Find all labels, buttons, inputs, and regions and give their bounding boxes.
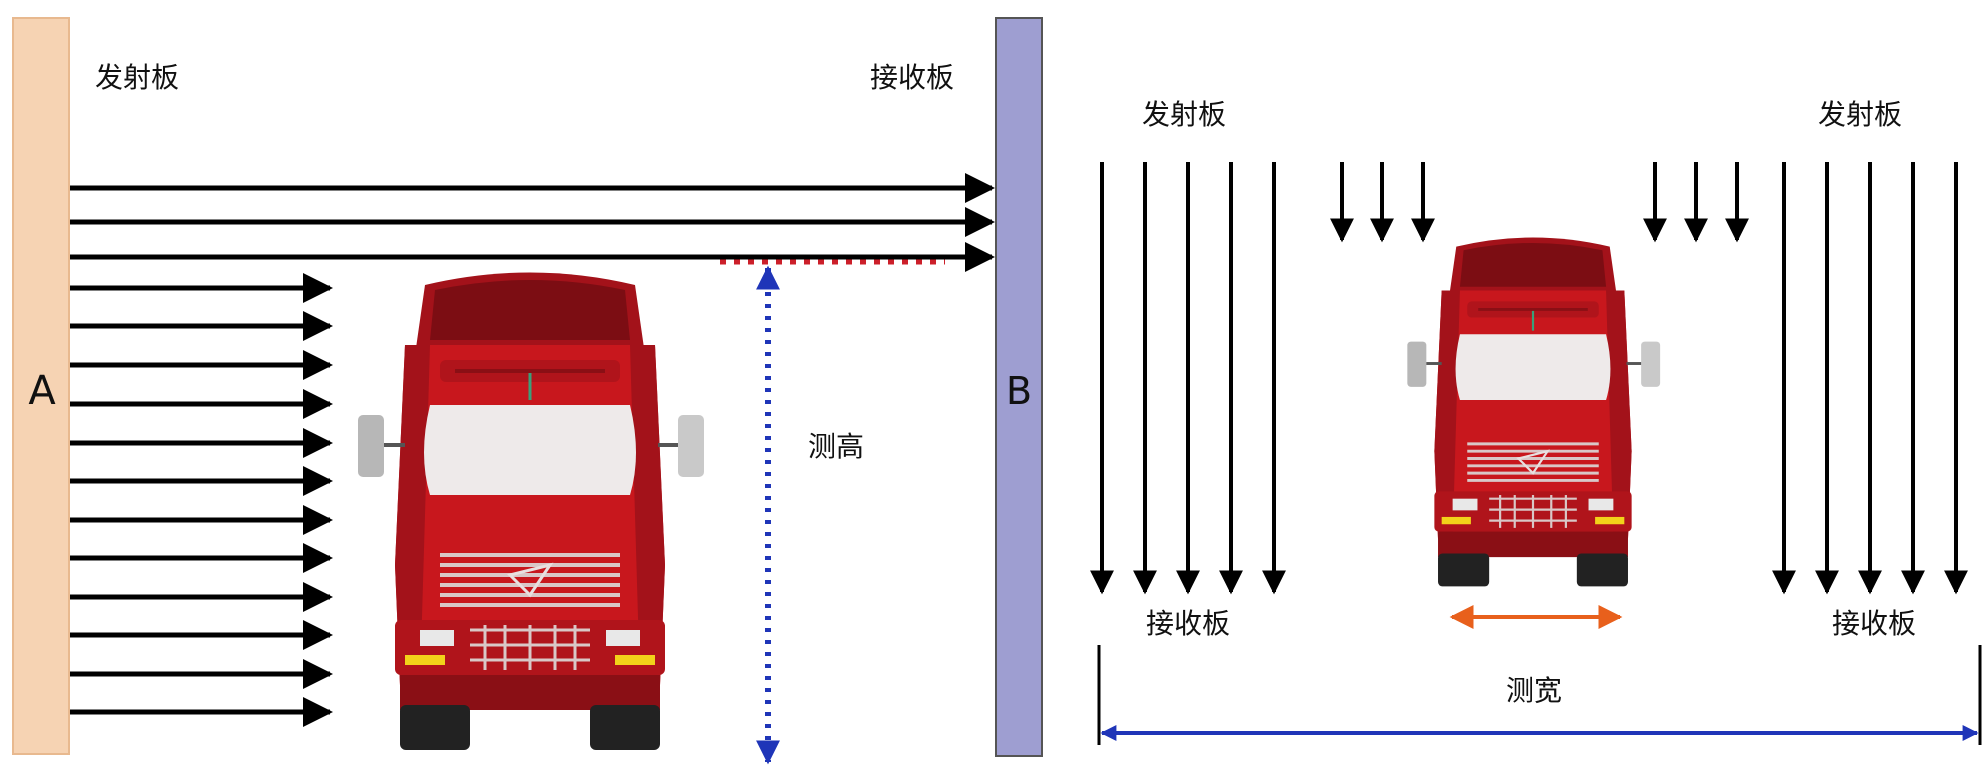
- emitter-label: 发射板: [95, 61, 179, 94]
- receiver-label: 接收板: [870, 61, 954, 94]
- width-measurement-panel: 发射板 发射板 接收板: [1090, 98, 1982, 745]
- receiver-left-label: 接收板: [1146, 607, 1230, 640]
- right-vertical-beams: [1772, 162, 1968, 595]
- height-measure-label: 测高: [808, 430, 864, 463]
- emitter-left-label: 发射板: [1142, 98, 1226, 131]
- truck-front-view-right: [1407, 237, 1660, 586]
- emitter-board-a: [12, 17, 70, 755]
- receiver-right-label: 接收板: [1832, 607, 1916, 640]
- blocked-short-beams: [1330, 162, 1749, 243]
- width-measure-label: 测宽: [1506, 674, 1562, 707]
- left-vertical-beams: [1090, 162, 1286, 595]
- board-b-letter: B: [1006, 369, 1032, 413]
- truck-front-view: [358, 273, 704, 751]
- board-a-letter: A: [28, 368, 56, 414]
- unblocked-beams: [70, 173, 995, 272]
- blocked-beams: [70, 273, 333, 727]
- receiver-board-b: [995, 17, 1043, 757]
- emitter-right-label: 发射板: [1818, 98, 1902, 131]
- height-measurement-panel: A B 发射板 接收板: [12, 17, 1043, 765]
